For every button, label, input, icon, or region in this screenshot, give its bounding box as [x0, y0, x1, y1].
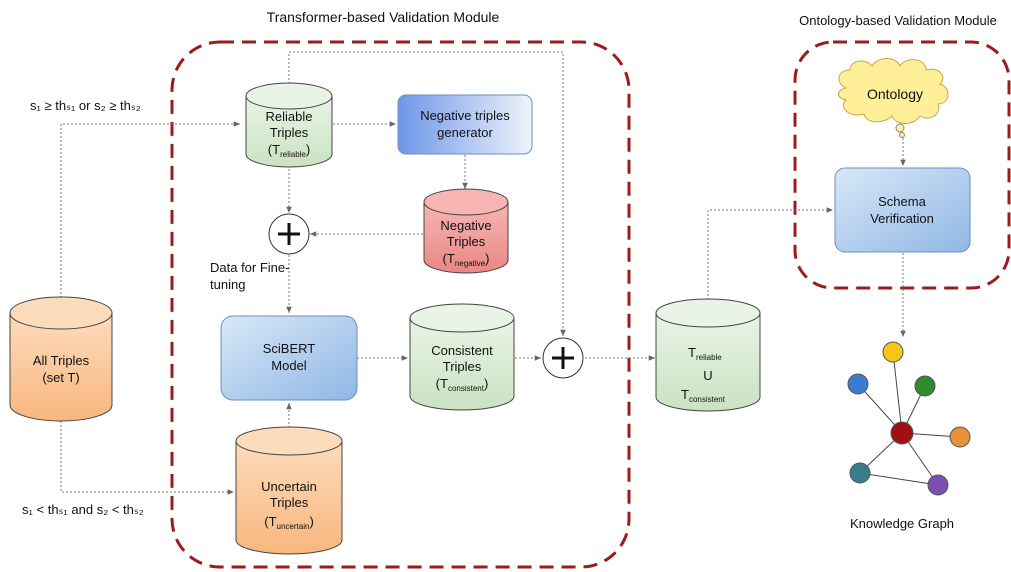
knowledge-graph-label: Knowledge Graph	[850, 516, 954, 531]
reliable-label: Reliable	[266, 109, 313, 124]
finetune-label: Data for Fine-	[210, 260, 289, 275]
transformer-module-border	[170, 40, 631, 569]
scibert-model-box[interactable]: SciBERT Model	[220, 315, 358, 401]
union-operator: U	[703, 368, 712, 383]
kg-node-yellow	[882, 341, 904, 363]
negative-sublabel: Triples	[447, 234, 486, 249]
reliable-sublabel: Triples	[270, 125, 309, 140]
knowledge-graph	[847, 341, 971, 496]
ontology-module-title: Ontology-based Validation Module	[799, 13, 997, 28]
union-consistent-symbol: Tconsistent	[681, 387, 726, 404]
uncertain-sublabel: Triples	[270, 495, 309, 510]
arrow-reliable-to-union-plus	[288, 51, 566, 336]
union-reliable-symbol: Treliable	[688, 345, 722, 362]
transformer-module-title: Transformer-based Validation Module	[267, 9, 500, 25]
generator-sublabel: generator	[437, 125, 493, 140]
all-triples-sublabel: (set T)	[42, 370, 79, 385]
scibert-label: SciBERT	[263, 341, 316, 356]
uncertain-condition-label: s₁ < thₛ₁ and s₂ < thₛ₂	[22, 502, 144, 517]
thought-bubble-dot	[895, 123, 905, 133]
generator-label: Negative triples	[420, 108, 510, 123]
kg-edges	[857, 351, 961, 486]
arrow-union-to-schema	[707, 207, 833, 300]
arrow-all-to-uncertain	[60, 421, 234, 495]
thought-bubble-dot	[899, 132, 905, 138]
finetune-sublabel: tuning	[210, 277, 245, 292]
ontology-label: Ontology	[867, 86, 923, 102]
union-plus-node	[542, 337, 584, 379]
negative-triples-cylinder[interactable]: Negative Triples (Tnegative)	[423, 188, 509, 274]
kg-node-center	[890, 421, 914, 445]
negative-label: Negative	[440, 218, 491, 233]
consistent-label: Consistent	[431, 343, 493, 358]
negative-triples-generator-box[interactable]: Negative triples generator	[397, 94, 533, 155]
ontology-cloud[interactable]: Ontology	[838, 58, 949, 138]
kg-node-teal	[849, 462, 871, 484]
scibert-sublabel: Model	[271, 358, 307, 373]
ontology-module-border	[793, 40, 1011, 290]
connectors	[60, 51, 906, 495]
schema-sublabel: Verification	[870, 211, 934, 226]
union-triples-cylinder[interactable]: Treliable U Tconsistent	[655, 298, 761, 412]
kg-node-purple	[927, 474, 949, 496]
all-triples-cylinder[interactable]: All Triples (set T)	[9, 296, 113, 422]
uncertain-triples-cylinder[interactable]: Uncertain Triples (Tuncertain)	[235, 426, 343, 555]
schema-label: Schema	[878, 194, 926, 209]
all-triples-label: All Triples	[33, 353, 90, 368]
merge-plus-node	[268, 213, 310, 255]
schema-verification-box[interactable]: Schema Verification	[834, 167, 971, 253]
kg-node-green	[914, 375, 936, 397]
reliable-condition-label: s₁ ≥ thₛ₁ or s₂ ≥ thₛ₂	[30, 98, 141, 113]
reliable-triples-cylinder[interactable]: Reliable Triples (Treliable)	[245, 82, 333, 168]
consistent-sublabel: Triples	[443, 359, 482, 374]
uncertain-label: Uncertain	[261, 479, 317, 494]
kg-node-blue	[847, 373, 869, 395]
arrow-all-to-reliable	[60, 121, 240, 298]
consistent-triples-cylinder[interactable]: Consistent Triples (Tconsistent)	[409, 303, 515, 411]
kg-node-orange	[949, 426, 971, 448]
